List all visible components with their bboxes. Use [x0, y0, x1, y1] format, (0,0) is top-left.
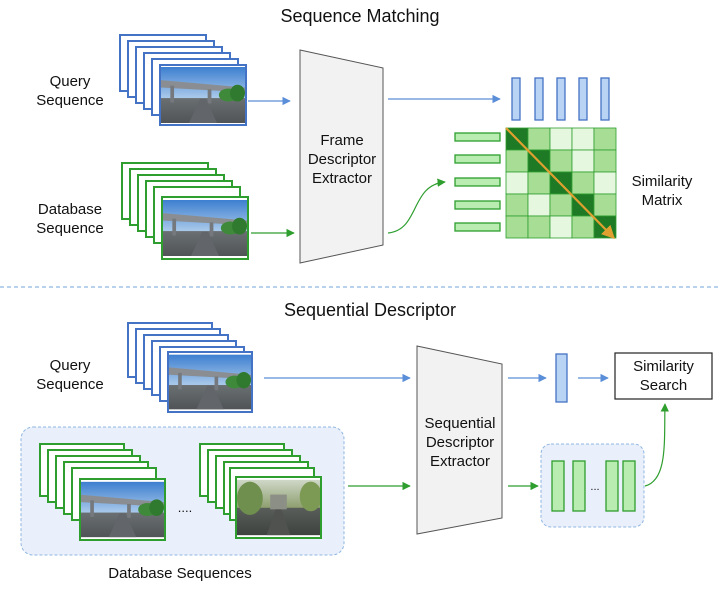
similarity-matrix-label: Similarity Matrix	[631, 173, 693, 209]
database-sequential-descriptor-4	[622, 460, 636, 512]
matrix-cell	[571, 171, 595, 195]
database-sequential-descriptor-2	[572, 460, 586, 512]
database-descriptor-2	[454, 154, 501, 164]
matrix-cell	[505, 193, 529, 217]
matrix-cell	[527, 127, 551, 151]
matrix-cell	[549, 193, 573, 217]
top-query-label: Query Sequence	[36, 73, 104, 109]
top-database-frame-stack	[121, 162, 249, 260]
matrix-diagonal-arrow	[505, 127, 615, 239]
database-descriptor-4	[454, 200, 501, 210]
sequential-extractor-label: Sequential Descriptor Extractor	[424, 415, 496, 470]
database-descriptor-bars	[454, 132, 501, 232]
matrix-cell	[571, 149, 595, 173]
top-query-frame-stack	[119, 34, 247, 126]
matrix-cell	[571, 215, 595, 239]
matrix-cell	[549, 127, 573, 151]
query-sequential-descriptor	[555, 353, 568, 403]
image-ellipsis: ....	[177, 500, 193, 515]
matrix-cell	[505, 171, 529, 195]
descriptor-ellipsis: ...	[590, 481, 600, 493]
matrix-cell	[505, 149, 529, 173]
matrix-cell	[527, 215, 551, 239]
matrix-cell	[571, 127, 595, 151]
query-descriptor-4	[578, 77, 588, 121]
matrix-cell	[593, 193, 617, 217]
database-sequence-stack-2	[199, 443, 322, 539]
bottom-query-label: Query Sequence	[36, 357, 104, 393]
bottom-query-frame-stack	[127, 322, 253, 413]
top-database-descriptor-arrow	[387, 178, 446, 234]
top-section-title: Sequence Matching	[280, 6, 440, 26]
bottom-section-title: Sequential Descriptor	[283, 300, 457, 320]
similarity-search-box	[614, 352, 713, 400]
frame-descriptor-extractor	[299, 49, 384, 264]
matrix-cell	[549, 149, 573, 173]
matrix-cell	[593, 215, 617, 239]
database-sequential-descriptor-3	[605, 460, 619, 512]
frame-extractor-label: Frame Descriptor Extractor	[307, 132, 377, 187]
database-descriptor-5	[454, 222, 501, 232]
matrix-cell	[505, 215, 529, 239]
query-descriptor-3	[556, 77, 566, 121]
top-database-label: Database Sequence	[36, 201, 104, 237]
matrix-cell	[527, 193, 551, 217]
matrix-cell	[593, 149, 617, 173]
database-descriptors-to-search-arrow	[644, 403, 669, 487]
matrix-cell	[527, 171, 551, 195]
database-sequence-stack-1	[39, 443, 166, 541]
query-descriptor-5	[600, 77, 610, 121]
similarity-search-label: Similarity Search	[633, 358, 694, 394]
matrix-cell	[593, 171, 617, 195]
database-sequences-label: Database Sequences	[108, 565, 252, 582]
query-descriptor-2	[534, 77, 544, 121]
matrix-cell	[593, 127, 617, 151]
database-descriptor-3	[454, 177, 501, 187]
database-descriptor-1	[454, 132, 501, 142]
database-sequential-descriptor-1	[551, 460, 565, 512]
query-descriptor-bars	[511, 77, 610, 121]
sequential-descriptor-extractor	[416, 345, 503, 535]
query-descriptor-1	[511, 77, 521, 121]
matrix-cell	[549, 215, 573, 239]
